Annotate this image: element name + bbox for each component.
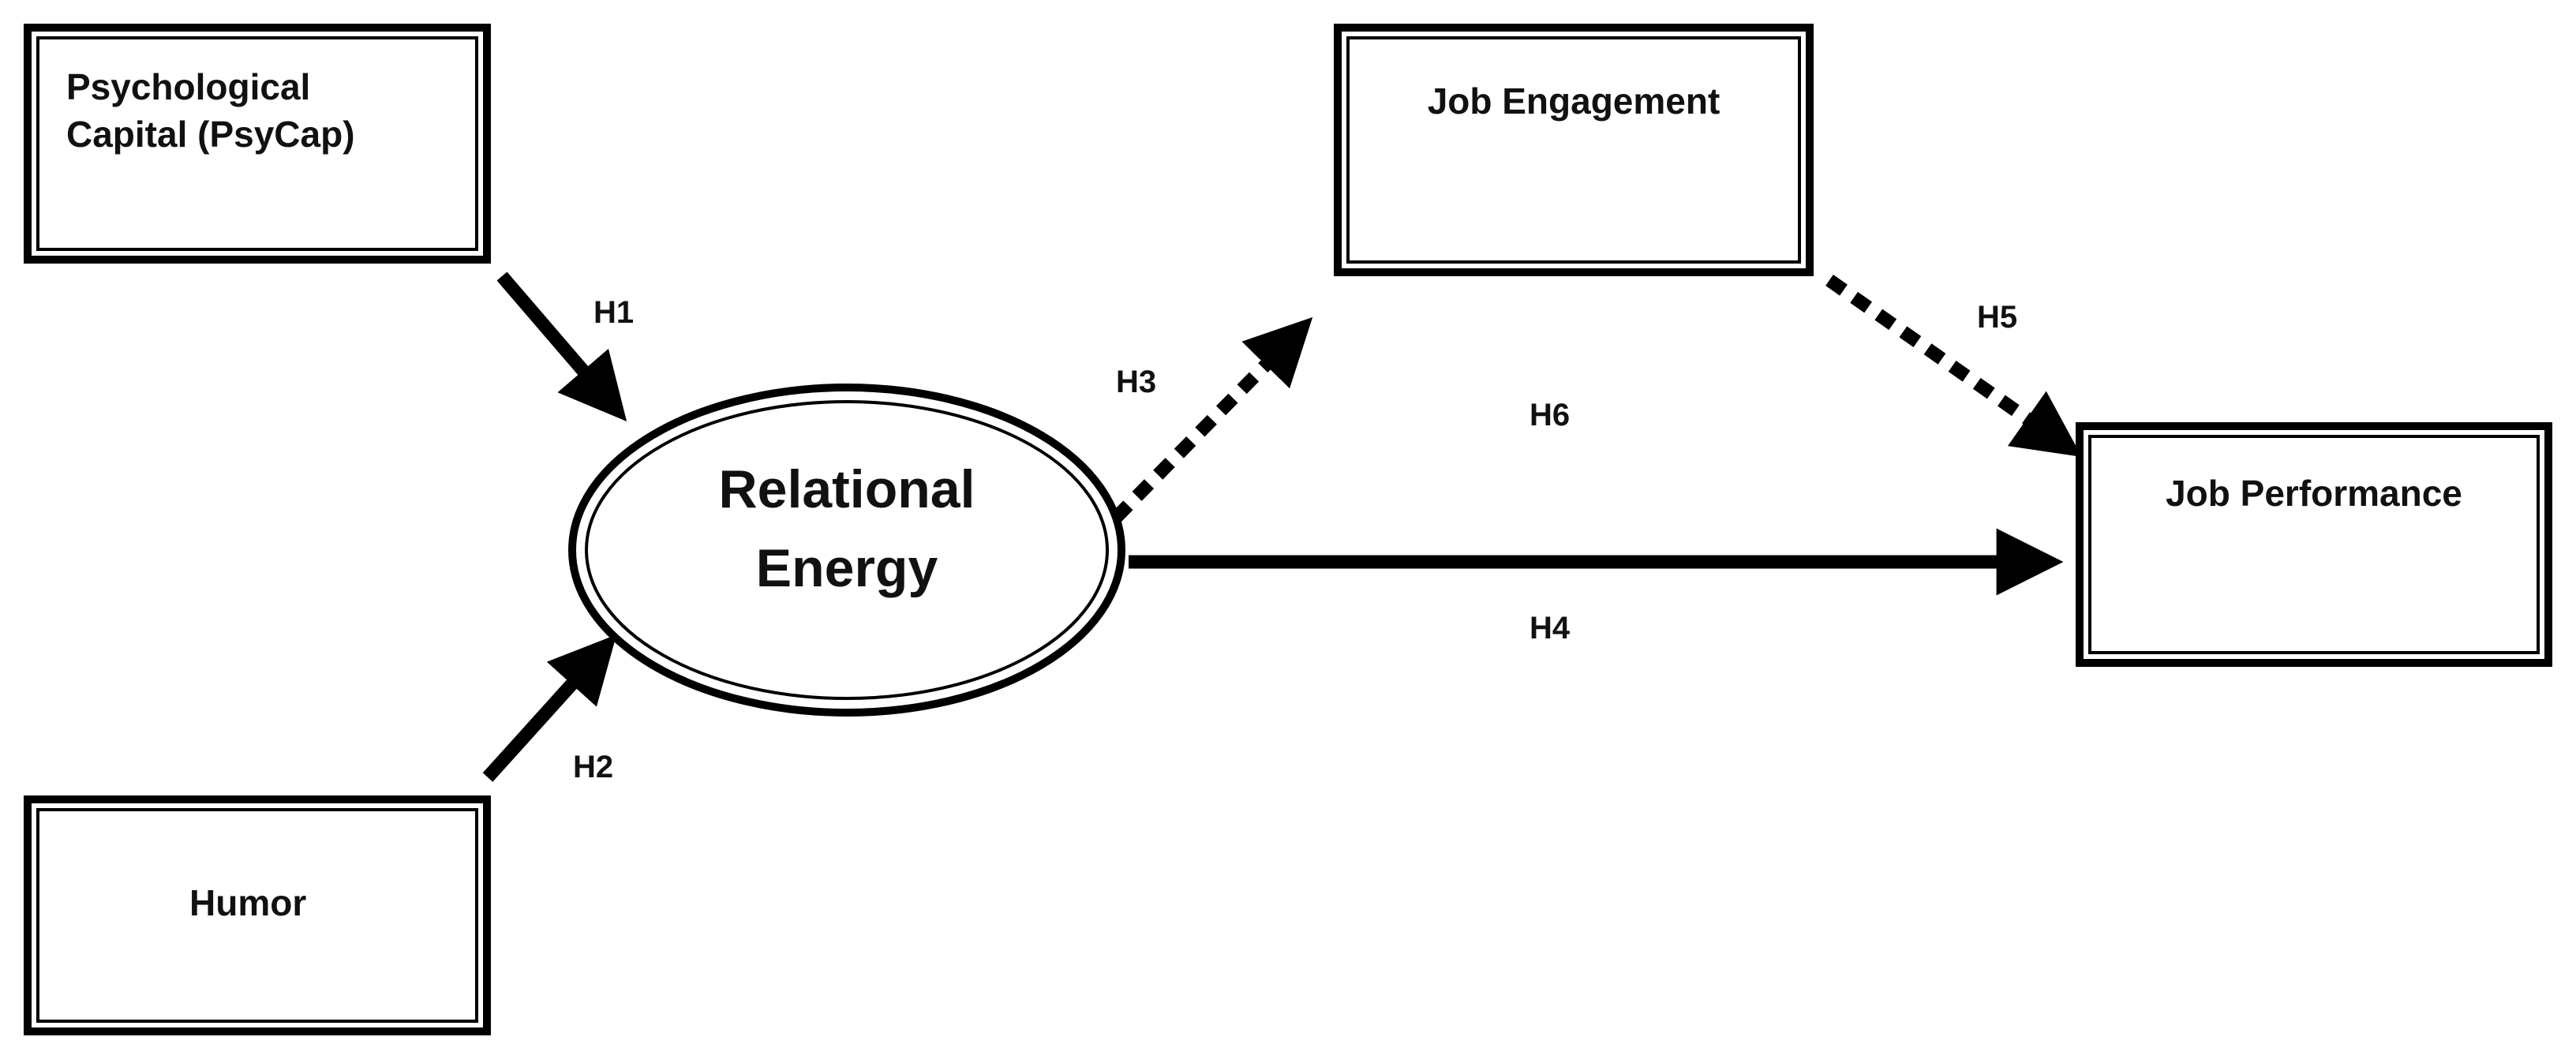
- job-performance-box: Job Performance: [2076, 422, 2552, 667]
- psycap-box: Psychological Capital (PsyCap): [24, 24, 491, 264]
- psycap-box-inner-border: [36, 36, 478, 251]
- edge-psycap-to-relational-energy: [496, 271, 627, 421]
- humor-box-inner-border: [36, 808, 478, 1023]
- relational-energy-ellipse-inner: [585, 400, 1109, 700]
- edge-job-engagement-to-job-performance: [1825, 275, 2082, 458]
- edge-humor-to-relational-energy: [482, 634, 617, 782]
- job-engagement-box: Job Engagement: [1334, 24, 1814, 276]
- humor-box: Humor: [24, 795, 491, 1035]
- job-engagement-label: Job Engagement: [1427, 80, 1720, 122]
- relational-energy-label: Relational Energy: [718, 459, 975, 598]
- hypothesis-label-h2: H2: [573, 750, 614, 784]
- humor-label: Humor: [189, 882, 307, 923]
- hypothesis-label-h5: H5: [1977, 300, 2018, 335]
- relational-energy-ellipse-outer: [568, 384, 1125, 717]
- edge-relational-energy-to-job-engagement: [1110, 316, 1313, 522]
- hypothesis-label-h1: H1: [593, 295, 635, 330]
- job-engagement-box-inner-border: [1346, 36, 1801, 264]
- hypothesis-label-h6: H6: [1530, 398, 1571, 432]
- job-performance-label: Job Performance: [2166, 473, 2462, 514]
- job-performance-box-inner-border: [2088, 435, 2540, 654]
- psycap-label: Psychological Capital (PsyCap): [66, 66, 355, 155]
- hypothesis-label-h3: H3: [1116, 365, 1157, 399]
- hypothesis-label-h4: H4: [1530, 611, 1571, 646]
